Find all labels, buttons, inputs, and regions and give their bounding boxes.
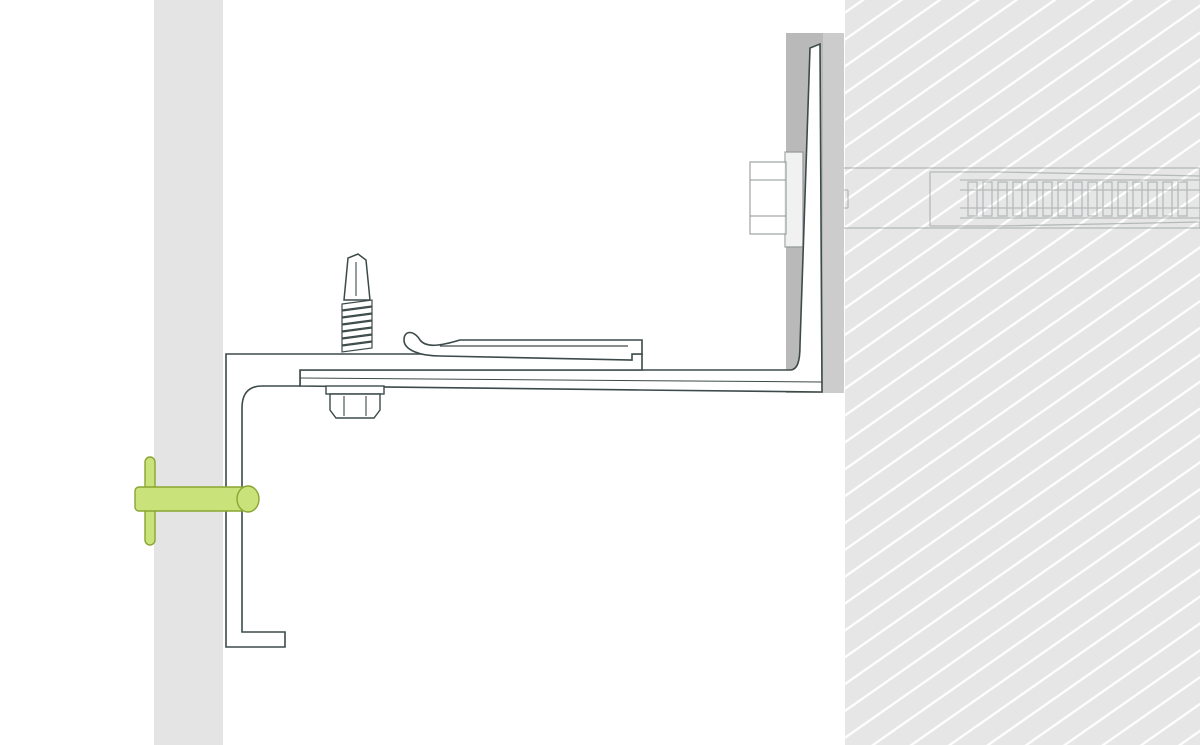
anchor-rib [1042, 181, 1053, 217]
rivet-tail [236, 485, 260, 513]
anchor-rib [1057, 181, 1068, 217]
anchor-rib [1072, 181, 1083, 217]
anchor-rib [1147, 181, 1158, 217]
anchor-expansion-body [929, 171, 1200, 227]
anchor-rib [1117, 181, 1128, 217]
anchor-rib [1132, 181, 1143, 217]
thermal-pad-inner [823, 33, 844, 393]
nut-body [329, 393, 381, 419]
anchor-rib [1087, 181, 1098, 217]
rivet-shaft [134, 486, 246, 512]
cladding-panel [154, 0, 223, 745]
screw-threads [341, 299, 373, 353]
slide-profile [225, 353, 643, 648]
screw-thread [341, 299, 373, 311]
wall-substrate [845, 0, 1200, 745]
bolt-hex-head [749, 161, 787, 235]
screw-thread [341, 313, 373, 325]
self-drilling-screw [341, 253, 373, 353]
screw-thread [341, 327, 373, 339]
screw-drill-tip [343, 253, 371, 301]
anchor-rib [1177, 181, 1188, 217]
screw-thread [341, 334, 373, 346]
hex-nut [325, 385, 385, 419]
screw-thread [341, 341, 373, 353]
bolt-washer [784, 151, 804, 248]
anchor-rib [1102, 181, 1113, 217]
l-bracket [299, 42, 823, 393]
anchor-bolt-head [749, 151, 804, 248]
screw-thread [341, 306, 373, 318]
slide-profile-inner-line [299, 377, 823, 383]
anchor-rib [1162, 181, 1173, 217]
anchor-rib-set [967, 181, 1188, 217]
anchor-rib [982, 181, 993, 217]
blind-rivet [134, 456, 260, 546]
anchor-rib [1012, 181, 1023, 217]
anchor-rib [1027, 181, 1038, 217]
anchor-rib [997, 181, 1008, 217]
anchor-rib [967, 181, 978, 217]
nut-washer [325, 385, 385, 395]
anchor-ribs [960, 179, 1200, 219]
screw-thread [341, 320, 373, 332]
